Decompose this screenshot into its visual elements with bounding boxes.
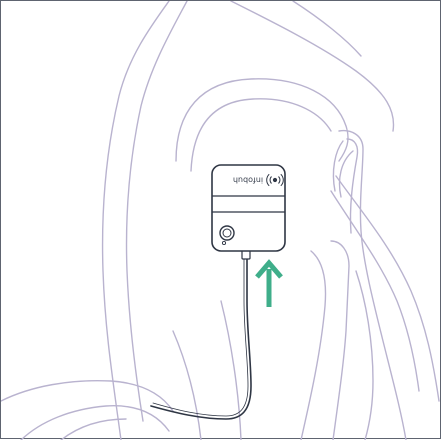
lower-cushion-left-1 <box>1 381 173 411</box>
sensor-cable <box>151 255 251 419</box>
sensor-cable-inner <box>153 255 248 416</box>
seat-shell-inner <box>127 1 187 421</box>
headrest-inner-2 <box>191 99 331 171</box>
sensor-device: infobuh <box>212 165 285 251</box>
side-wing-flap <box>333 141 353 197</box>
seat-body-right-3 <box>356 271 373 440</box>
seat-body-right-2 <box>301 251 325 440</box>
harness-strap-right-1 <box>336 176 439 401</box>
seat-body-right <box>331 241 349 440</box>
harness-strap-right-2 <box>331 191 419 391</box>
lower-cushion-left-3 <box>61 419 126 440</box>
device-brand-label: infobuh <box>233 176 263 185</box>
lower-cushion-center <box>173 331 201 440</box>
headrest-outer-right <box>293 1 361 56</box>
move-up-arrow-icon <box>257 263 281 307</box>
